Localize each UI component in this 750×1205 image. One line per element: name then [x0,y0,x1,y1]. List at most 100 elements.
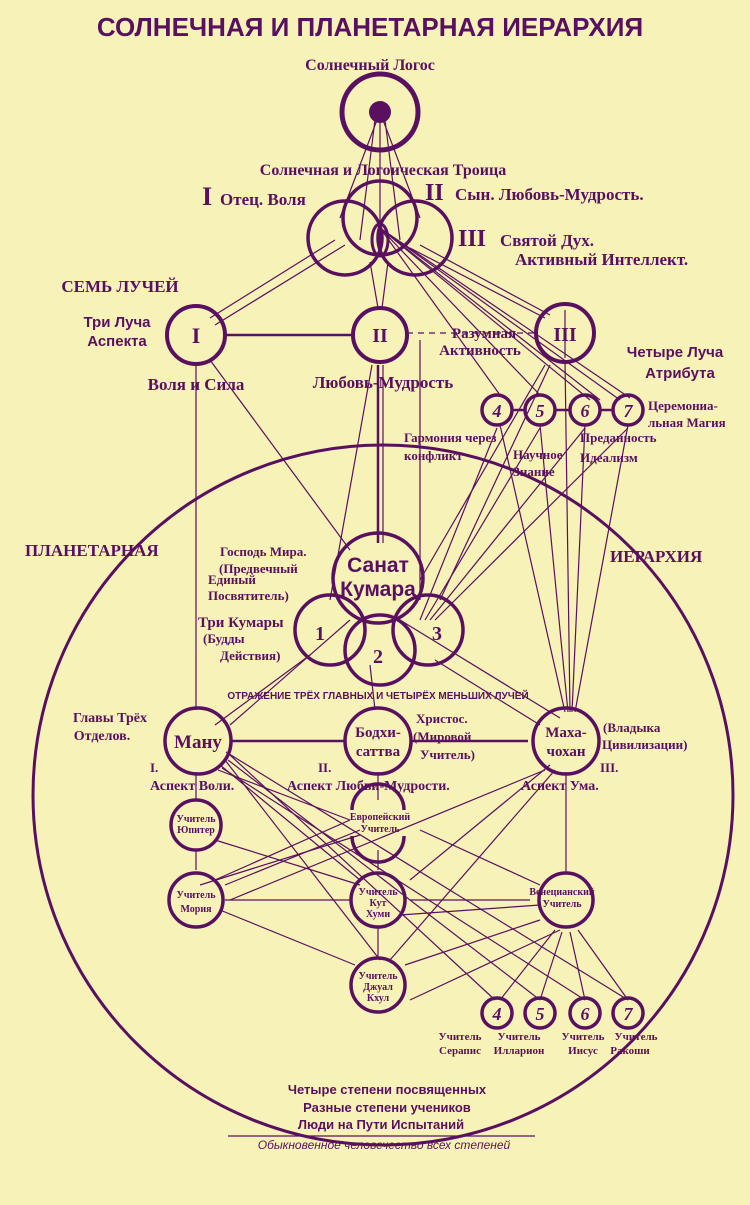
humanity-label: Обыкновенное человечество всех степеней [258,1138,511,1152]
christ-label-1: Христос. [416,711,468,726]
aspect-3-label-1: Святой Дух. [500,231,594,250]
aspect-2-label: Сын. Любовь-Мудрость. [455,185,644,204]
master-djwal-name-2: Кхул [367,993,390,1004]
ray-III-circle [534,302,596,364]
ray-II-circle [351,306,409,364]
bottom-master-6-name: Иисус [568,1045,598,1057]
bottom-master-6-number: 6 [581,1004,590,1024]
harmony-label-2: конфликт [404,448,463,463]
bottom-master-7-name: Ракоши [610,1045,650,1057]
lord-label-3: Единый [208,572,256,587]
heads-label-2: Отделов. [74,729,130,744]
ray-III-label: III [553,324,577,346]
aspect-1-number: I [202,182,212,211]
kumara-3-label: 3 [432,623,442,645]
will-power-label: Воля и Сила [148,375,245,394]
kumara-2-label: 2 [373,646,383,668]
reflection-label: ОТРАЖЕНИЕ ТРЁХ ГЛАВНЫХ И ЧЕТЫРЁХ МЕНЬШИХ… [227,689,528,702]
master-venetian-label-1: Венецианский [529,887,595,898]
bottom-master-circles [480,996,645,1030]
lord-label-4: Посвятитель) [208,588,289,603]
master-morya-circle [167,871,225,929]
kumaras-label-2: (Будды [203,631,245,646]
devotion-label-2: Идеализм [580,450,638,465]
harmony-label-1: Гармония через [404,430,496,445]
master-kuthumi-circle [349,871,407,929]
devotion-label-1: Преданность [580,430,657,445]
heads-label-1: Главы Трёх [73,711,147,726]
christ-label-2: (Мировой [413,729,472,744]
hierarchy-label: ИЕРАРХИЯ [610,547,702,566]
ray-I-circle [165,304,227,366]
bottom-master-7-title: Учитель [615,1031,658,1043]
master-djwal-name-1: Джуал [363,982,393,993]
master-european-circle [350,782,406,864]
love-wisdom-label: Любовь-Мудрость [313,373,454,392]
master-venetian-label-2: Учитель [543,899,583,910]
page-title: СОЛНЕЧНАЯ И ПЛАНЕТАРНАЯ ИЕРАРХИЯ [97,12,643,42]
master-kuthumi-title: Учитель [359,887,399,898]
bottom-master-5-name: Илларион [494,1045,545,1057]
dept-1-label: Аспект Воли. [150,779,234,794]
bottom-master-5-title: Учитель [498,1031,541,1043]
minor-ray-5-label: 5 [536,401,545,421]
ray-II-label: II [372,325,388,347]
kumaras-label-1: Три Кумары [198,615,284,631]
kumaras-label-3: Действия) [220,648,280,663]
sanat-label-2: Кумара [340,578,416,601]
degrees-label-1: Четыре степени посвященных [288,1082,487,1097]
ceremonial-label-2: льная Магия [648,415,726,430]
manu-circle [163,706,233,776]
minor-ray-4-label: 4 [492,401,502,421]
christ-label-3: Учитель) [420,747,475,762]
solar-logos-circle [339,71,421,153]
planetary-label: ПЛАНЕТАРНАЯ [25,541,159,560]
master-kuthumi-name-1: Кут [370,898,387,909]
bodhisattva-label-2: саттва [356,744,401,760]
bottom-master-5-number: 5 [536,1004,545,1024]
sanat-kumara-circle [331,531,425,625]
bottom-master-6-title: Учитель [562,1031,605,1043]
minor-ray-6-label: 6 [581,401,590,421]
trinity-circles [306,179,454,277]
bottom-master-7-number: 7 [624,1004,634,1024]
lord-label-1: Господь Мира. [220,544,306,559]
mahachohan-label-1: Маха- [545,725,586,741]
bodhisattva-label-1: Бодхи- [355,725,401,741]
master-venetian-circle [537,871,595,929]
lord-civ-label-2: Цивилизации) [602,737,687,752]
bottom-master-4-number: 4 [492,1004,502,1024]
master-kuthumi-name-2: Хуми [366,909,391,920]
four-rays-label-1: Четыре Луча [627,344,724,361]
master-jupiter-circle [169,798,223,852]
master-morya-name: Мория [180,904,212,915]
dept-1-number: I. [150,760,158,775]
master-european-label-1: Европейский [350,812,411,823]
master-european-label-2: Учитель [361,824,401,835]
science-label-2: Знание [513,464,555,479]
bodhisattva-circle [343,706,413,776]
connection-lines [195,111,631,1001]
master-djwal-title: Учитель [359,971,399,982]
master-morya-title: Учитель [177,890,217,901]
dept-2-label: Аспект Любви-Мудрости. [287,779,450,794]
lord-civ-label-1: (Владыка [603,720,661,735]
sanat-label-1: Санат [347,554,409,577]
master-djwal-circle [349,956,407,1014]
science-label-1: Научное [513,447,563,462]
aspect-3-label-2: Активный Интеллект. [515,250,688,269]
ceremonial-label-1: Церемониа- [648,398,718,413]
seven-rays-label: СЕМЬ ЛУЧЕЙ [61,277,178,296]
aspect-1-label: Отец. Воля [220,190,306,209]
dept-2-number: II. [318,760,331,775]
four-rays-label-2: Атрибута [645,365,715,382]
ray-I-label: I [192,323,201,348]
three-rays-label-1: Три Луча [83,314,151,331]
trinity-label: Солнечная и Логоическая Троица [260,162,506,179]
solar-logos-label: Солнечный Логос [305,57,435,74]
aspect-3-number: III [458,226,486,252]
kumaras-circles [293,593,465,687]
minor-ray-circles [480,393,645,427]
lord-label-2: (Предвечный [219,561,298,576]
mahachohan-circle [531,706,601,776]
